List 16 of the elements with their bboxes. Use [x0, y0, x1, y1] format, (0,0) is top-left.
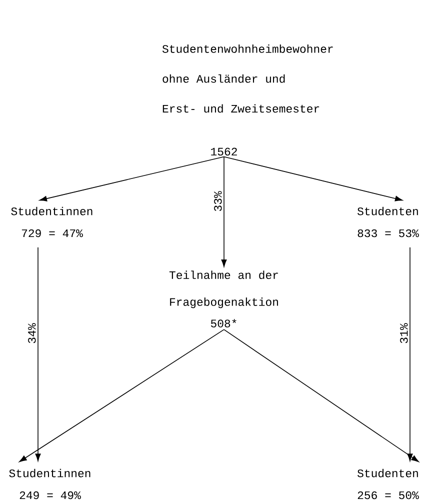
arrow — [224, 329, 419, 462]
node-label: Studentenwohnheimbewohner ohne Ausländer und Erst- und Zweitsemester 1562 — [162, 44, 333, 156]
arrow — [19, 329, 224, 462]
node-label: Studentinnen 249 = 49% — [9, 468, 90, 500]
arrow — [224, 156, 403, 202]
edge-label: 31% — [400, 323, 408, 344]
edge-label: 34% — [28, 323, 36, 344]
arrow — [39, 156, 224, 202]
node-label: Studentinnen 729 = 47% — [11, 206, 92, 238]
arrow — [407, 246, 413, 462]
edge-label: 33% — [214, 191, 222, 211]
node-label: Studenten 256 = 50% — [358, 468, 419, 500]
arrow — [35, 246, 41, 462]
node-label: Teilnahme an der Fragebogenaktion 508* — [169, 270, 278, 328]
node-label: Studenten 833 = 53% — [358, 206, 419, 238]
arrow — [221, 156, 227, 267]
